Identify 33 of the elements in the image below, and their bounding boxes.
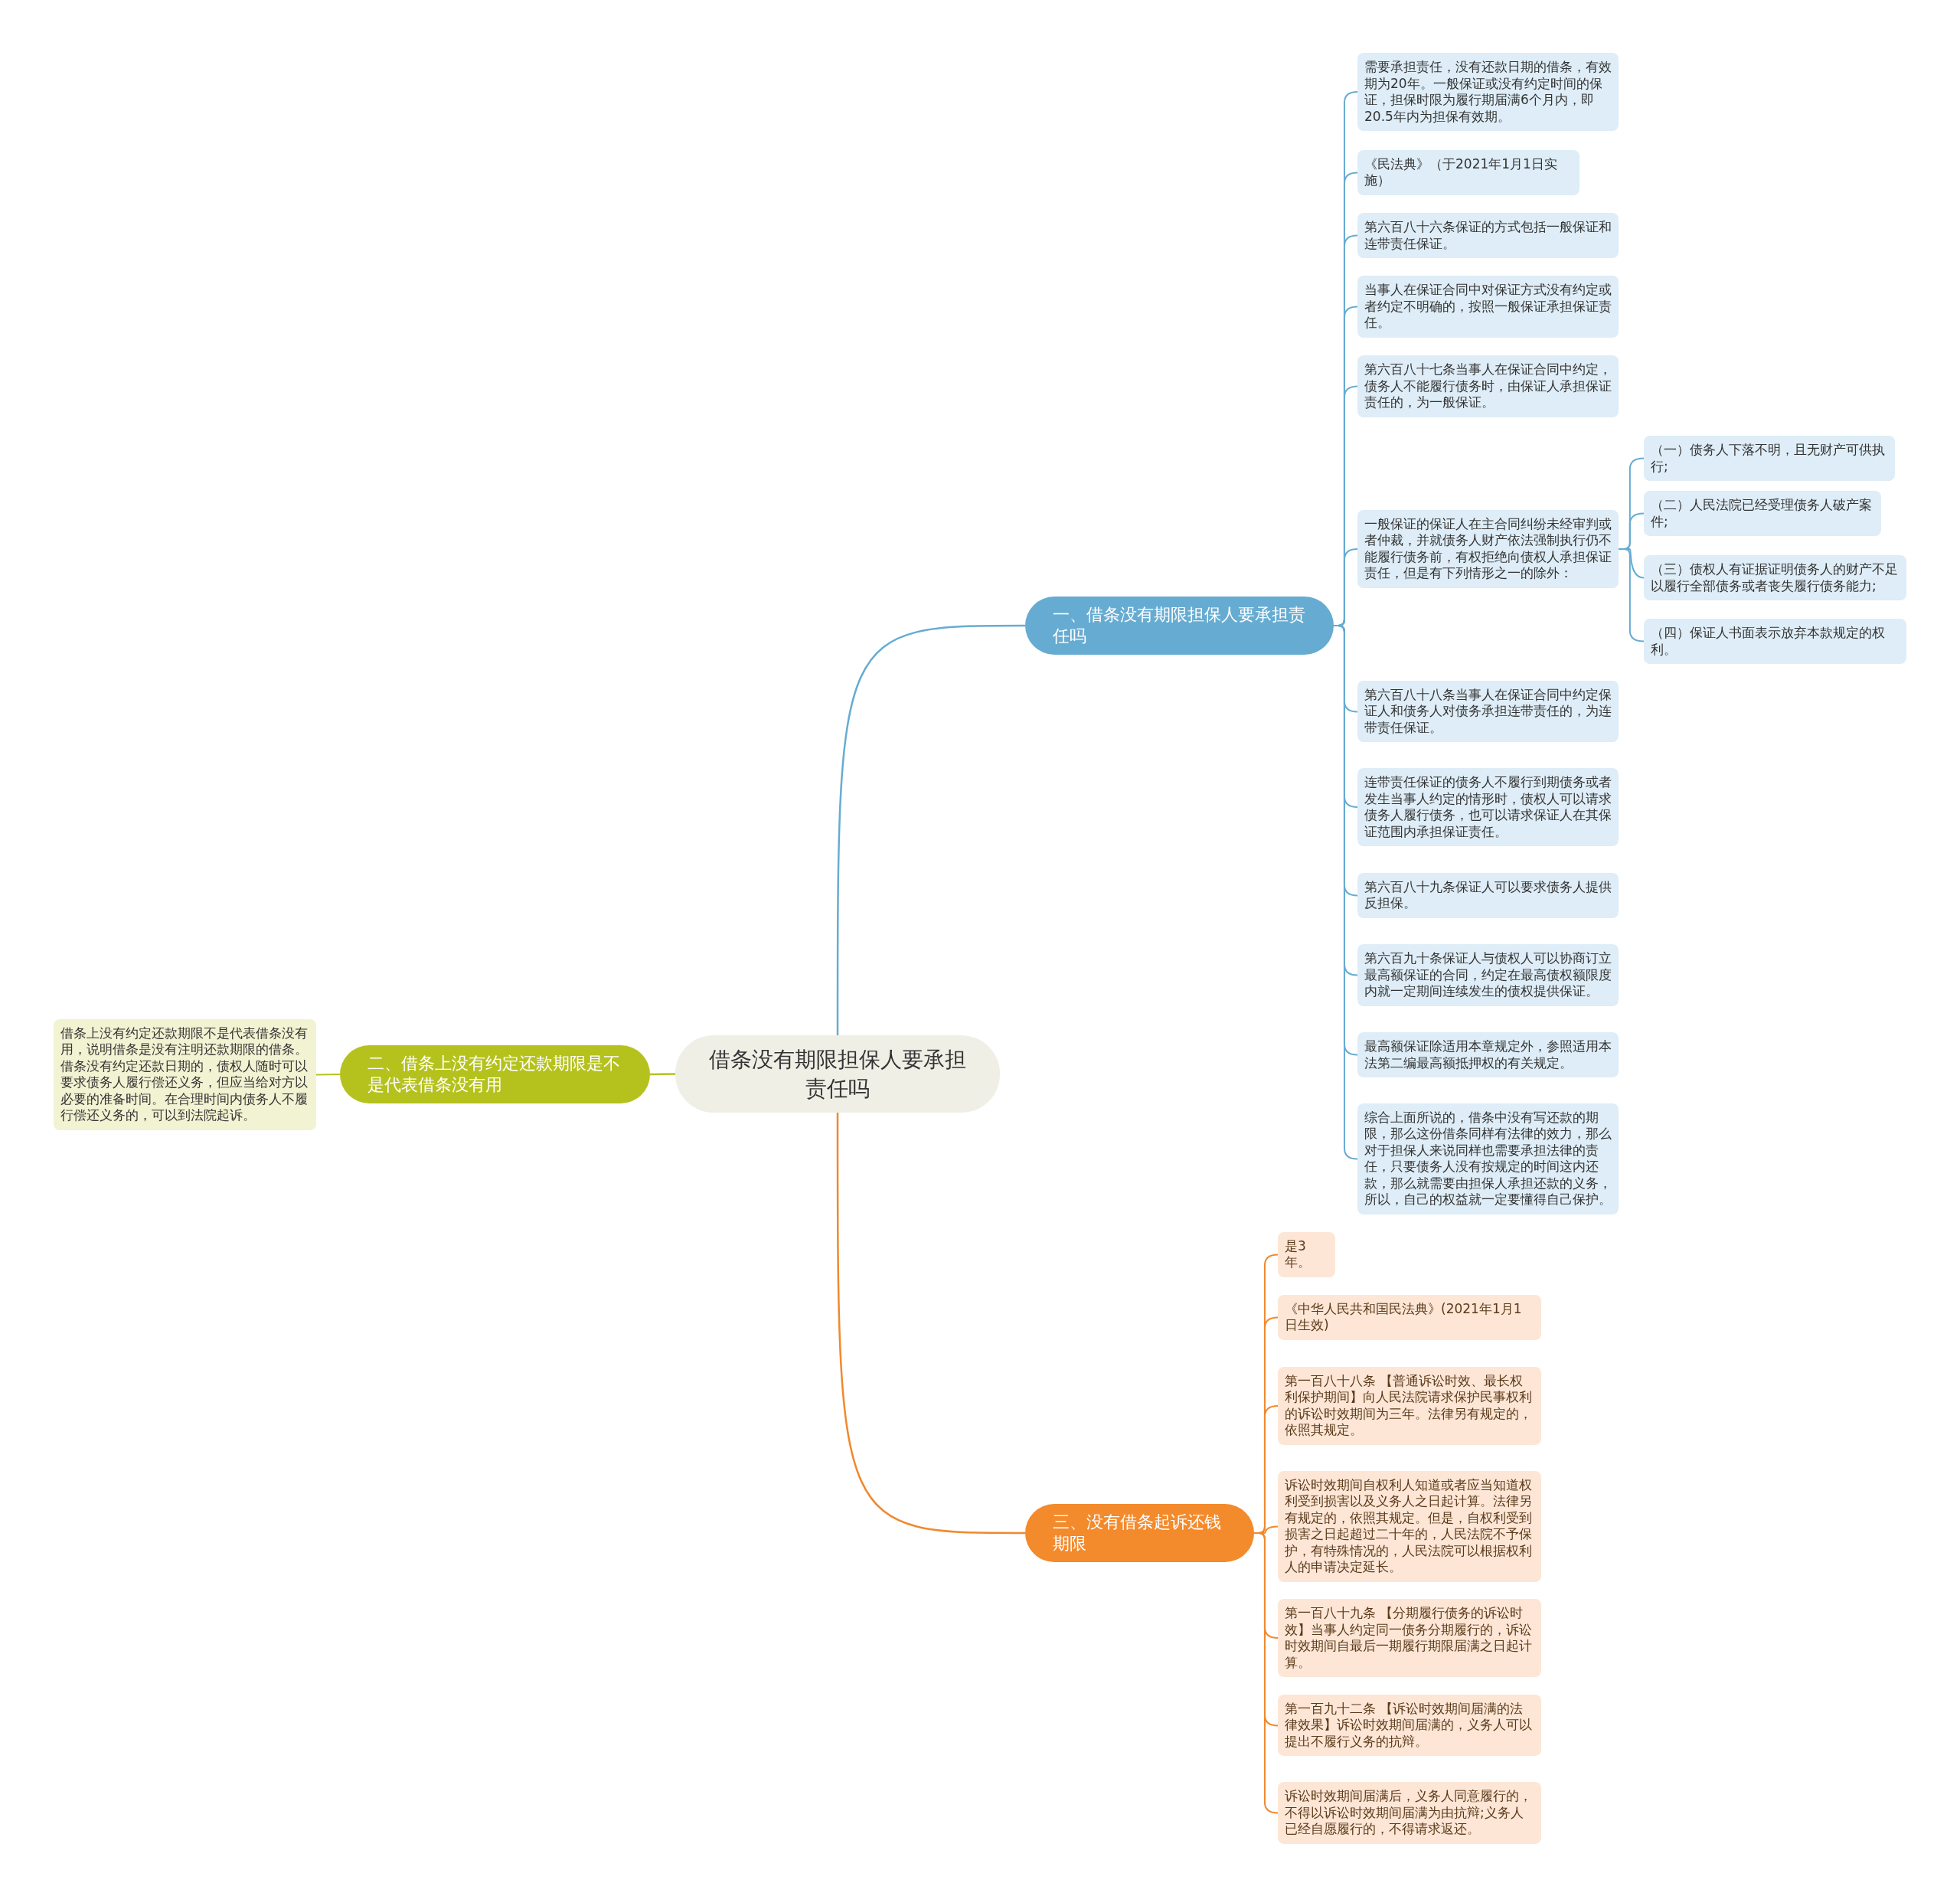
topic-bubble: 借条没有期限担保人要承担责任吗 xyxy=(675,1035,1000,1113)
note-box: 第一百九十二条 【诉讼时效期间届满的法律效果】诉讼时效期间届满的，义务人可以提出不履行义务的抗辩。 xyxy=(1278,1694,1541,1756)
note-box: 第六百九十条保证人与债权人可以协商订立最高额保证的合同，约定在最高债权额限度内就一定期间连续发生的债权提供保证。 xyxy=(1357,944,1619,1006)
note-box: 最高额保证除适用本章规定外，参照适用本法第二编最高额抵押权的有关规定。 xyxy=(1357,1032,1619,1077)
note-box: 第一百八十九条 【分期履行债务的诉讼时效】当事人约定同一债务分期履行的，诉讼时效期间自最后一期履行期限届满之日起计算。 xyxy=(1278,1599,1541,1677)
note-box: 第六百八十七条当事人在保证合同中约定，债务人不能履行债务时，由保证人承担保证责任的，为一般保证。 xyxy=(1357,355,1619,417)
branch-pill: 一、借条没有期限担保人要承担责任吗 xyxy=(1025,596,1334,655)
note-box: 借条上没有约定还款期限不是代表借条没有用，说明借条是没有注明还款期限的借条。借条没有约定还款日期的，债权人随时可以要求债务人履行偿还义务，但应当给对方以必要的准备时间。在合理时间内债务人不履行偿还义务的，可以到法院起诉。 xyxy=(54,1018,316,1130)
note-box: 第六百八十九条保证人可以要求债务人提供反担保。 xyxy=(1357,872,1619,918)
connector-line xyxy=(836,624,1025,1035)
note-box: （二）人民法院已经受理债务人破产案件; xyxy=(1644,491,1881,536)
connector-line xyxy=(836,1113,1025,1535)
connector-line xyxy=(315,1074,341,1076)
note-box: 一般保证的保证人在主合同纠纷未经审判或者仲裁，并就债务人财产依法强制执行仍不能履行债务前，有权拒绝向债权人承担保证责任，但是有下列情形之一的除外： xyxy=(1357,509,1619,588)
note-box: 连带责任保证的债务人不履行到期债务或者发生当事人约定的情形时，债权人可以请求债务人履行债务，也可以请求保证人在其保证范围内承担保证责任。 xyxy=(1357,768,1619,846)
note-box: 《民法典》（于2021年1月1日实施） xyxy=(1357,149,1579,195)
note-box: 当事人在保证合同中对保证方式没有约定或者约定不明确的，按照一般保证承担保证责任。 xyxy=(1357,276,1619,338)
note-box: 诉讼时效期间届满后，义务人同意履行的，不得以诉讼时效期间届满为由抗辩;义务人已经自愿履行的，不得请求返还。 xyxy=(1278,1782,1541,1844)
note-box: （一）债务人下落不明，且无财产可供执行; xyxy=(1644,436,1895,481)
note-box: （三）债权人有证据证明债务人的财产不足以履行全部债务或者丧失履行债务能力; xyxy=(1644,555,1906,600)
note-box: 是3年。 xyxy=(1278,1231,1335,1277)
branch-pill: 二、借条上没有约定还款期限是不是代表借条没有用 xyxy=(340,1044,650,1103)
branch-pill: 三、没有借条起诉还钱期限 xyxy=(1025,1503,1254,1562)
note-box: 第六百八十八条当事人在保证合同中约定保证人和债务人对债务承担连带责任的，为连带责任保证。 xyxy=(1357,680,1619,742)
note-box: 诉讼时效期间自权利人知道或者应当知道权利受到损害以及义务人之日起计算。法律另有规定的，依照其规定。但是，自权利受到损害之日起超过二十年的，人民法院不予保护，有特殊情况的，人民法院可以根据权利人的申请决定延长。 xyxy=(1278,1470,1541,1582)
connector-line xyxy=(1618,548,1645,642)
note-box: 需要承担责任，没有还款日期的借条，有效期为20年。一般保证或没有约定时间的保证，担保时限为履行期届满6个月内，即20.5年内为担保有效期。 xyxy=(1357,53,1619,131)
connector-line xyxy=(650,1073,675,1076)
note-box: 《中华人民共和国民法典》(2021年1月1日生效) xyxy=(1278,1294,1541,1340)
note-box: 第一百八十八条 【普通诉讼时效、最长权利保护期间】向人民法院请求保护民事权利的诉讼时效期间为三年。法律另有规定的，依照其规定。 xyxy=(1278,1366,1541,1445)
note-box: （四）保证人书面表示放弃本款规定的权利。 xyxy=(1644,619,1906,664)
note-box: 第六百八十六条保证的方式包括一般保证和连带责任保证。 xyxy=(1357,213,1619,258)
note-box: 综合上面所说的，借条中没有写还款的期限，那么这份借条同样有法律的效力，那么对于担保人来说同样也需要承担法律的责任，只要债务人没有按规定的时间这内还款，那么就需要由担保人承担还款的义务，所以，自己的权益就一定要懂得自己保护。 xyxy=(1357,1103,1619,1214)
